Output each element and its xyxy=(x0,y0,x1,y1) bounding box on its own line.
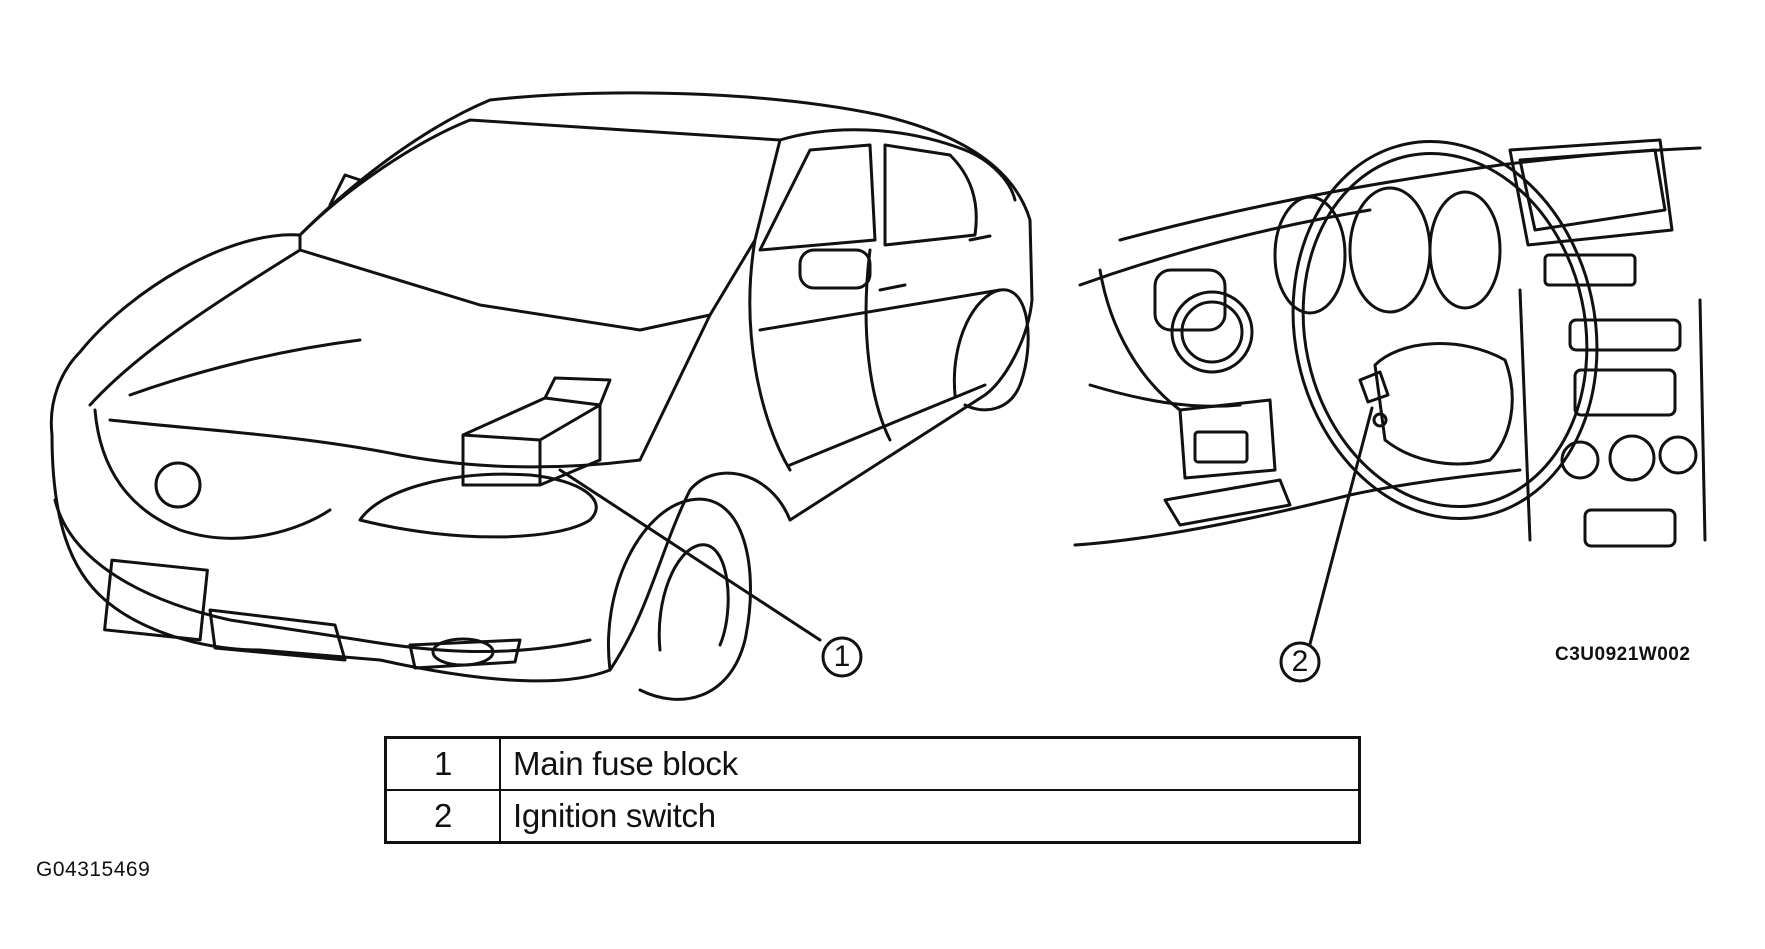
dashboard-illustration xyxy=(1073,138,1707,548)
car-illustration xyxy=(49,91,1034,701)
diagram-code: C3U0921W002 xyxy=(1555,644,1691,665)
callout-circle-1 xyxy=(821,636,863,678)
leader-line-1 xyxy=(558,468,822,642)
legend-row: 2 Ignition switch xyxy=(384,789,1361,844)
legend-number: 2 xyxy=(384,789,501,844)
callout-number-1: 1 xyxy=(833,640,851,673)
main-fuse-block-illustration xyxy=(461,376,612,487)
callout-number-2: 2 xyxy=(1291,645,1309,678)
callout-circle-2 xyxy=(1279,641,1321,683)
legend-table: 1 Main fuse block 2 Ignition switch xyxy=(384,736,1361,844)
figure-id: G04315469 xyxy=(36,858,151,881)
legend-number: 1 xyxy=(384,736,501,791)
legend-label: Main fuse block xyxy=(499,736,1361,791)
leader-line-2 xyxy=(1308,406,1374,646)
legend-label: Ignition switch xyxy=(499,789,1361,844)
legend-row: 1 Main fuse block xyxy=(384,736,1361,791)
